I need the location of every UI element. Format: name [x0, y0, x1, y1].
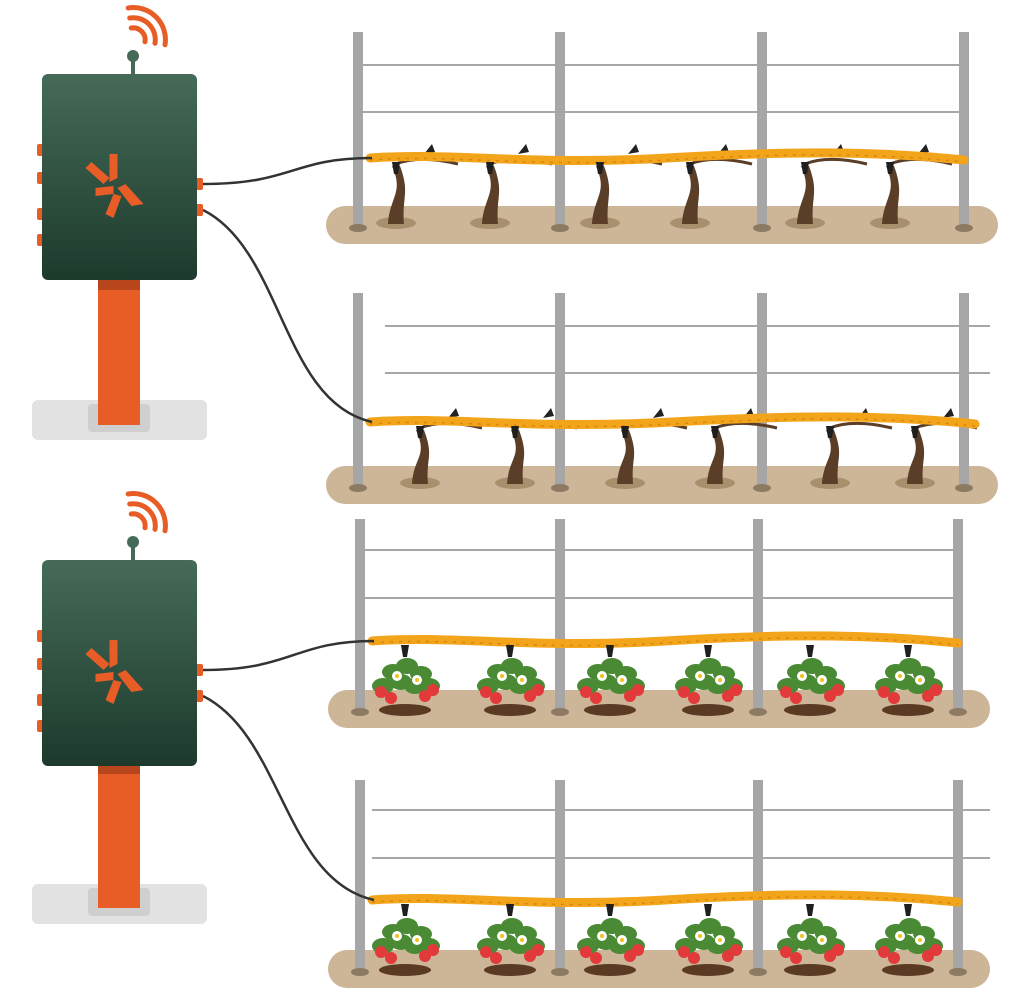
trellis-post: [757, 32, 767, 228]
trellis-post: [953, 780, 963, 972]
wifi-signal-icon: [125, 491, 168, 534]
strawberry-plant-icon: [577, 658, 645, 716]
grapevine-icon: [376, 144, 459, 229]
dripper-icon: [704, 645, 712, 657]
trellis-rows: [326, 32, 998, 988]
dripper-icon: [401, 645, 409, 657]
strawberry-plant-icon: [675, 918, 743, 976]
dripper-icon: [621, 426, 629, 438]
dripper-icon: [806, 645, 814, 657]
dripper-icon: [606, 904, 614, 916]
drip-hose: [365, 412, 980, 430]
dripper-icon: [596, 162, 604, 174]
dripper-icon: [904, 645, 912, 657]
dripper-icon: [392, 162, 400, 174]
dripper-icon: [606, 645, 614, 657]
controller-1: [32, 5, 207, 440]
controller-2: [32, 491, 207, 924]
cable-row-2: [202, 208, 373, 424]
controllers: [32, 5, 207, 924]
row-2: [326, 293, 998, 504]
grapevine-icon: [870, 144, 953, 229]
trellis-post: [959, 32, 969, 228]
dripper-icon: [486, 162, 494, 174]
row-1: [326, 32, 998, 244]
brand-logo-icon: [85, 640, 144, 704]
strawberry-plant-icon: [577, 918, 645, 976]
trellis-post: [555, 32, 565, 228]
dripper-icon: [401, 904, 409, 916]
strawberry-plant-icon: [372, 658, 440, 716]
trellis-post: [555, 519, 565, 712]
strawberry-plant-icon: [875, 918, 943, 976]
controller-box: [42, 560, 197, 766]
trellis-post: [355, 780, 365, 972]
strawberry-plant-icon: [372, 918, 440, 976]
cables: [202, 156, 375, 902]
dripper-icon: [886, 162, 894, 174]
dripper-icon: [904, 904, 912, 916]
strawberry-plant-icon: [777, 918, 845, 976]
trellis-post: [555, 780, 565, 972]
trellis-post: [953, 519, 963, 712]
trellis-post: [353, 32, 363, 228]
trellis-post: [353, 293, 363, 488]
controller-box: [42, 74, 197, 280]
dripper-icon: [711, 426, 719, 438]
strawberry-plant-icon: [675, 658, 743, 716]
dripper-icon: [911, 426, 919, 438]
cable-row-4: [202, 694, 375, 902]
wifi-signal-icon: [125, 5, 168, 48]
dripper-icon: [506, 904, 514, 916]
dripper-icon: [511, 426, 519, 438]
trellis-post: [753, 519, 763, 712]
trellis-post: [555, 293, 565, 488]
strawberry-plant-icon: [875, 658, 943, 716]
dripper-icon: [801, 162, 809, 174]
drip-hose: [365, 148, 969, 166]
cable-row-1: [202, 156, 373, 186]
brand-logo-icon: [85, 154, 144, 218]
controller-stand: [98, 280, 140, 425]
strawberry-plant-icon: [777, 658, 845, 716]
drip-hose: [367, 890, 963, 908]
dripper-icon: [416, 426, 424, 438]
dripper-icon: [686, 162, 694, 174]
dripper-icon: [826, 426, 834, 438]
controller-stand: [98, 764, 140, 908]
trellis-post: [355, 519, 365, 712]
trellis-post: [959, 293, 969, 488]
dripper-icon: [704, 904, 712, 916]
trellis-post: [757, 293, 767, 488]
row-3: [328, 519, 990, 728]
dripper-icon: [806, 904, 814, 916]
strawberry-plant-icon: [477, 658, 545, 716]
drip-hose: [367, 631, 963, 649]
trellis-post: [753, 780, 763, 972]
cable-row-3: [202, 639, 375, 672]
dripper-icon: [506, 645, 514, 657]
row-4: [328, 780, 990, 988]
strawberry-plant-icon: [477, 918, 545, 976]
